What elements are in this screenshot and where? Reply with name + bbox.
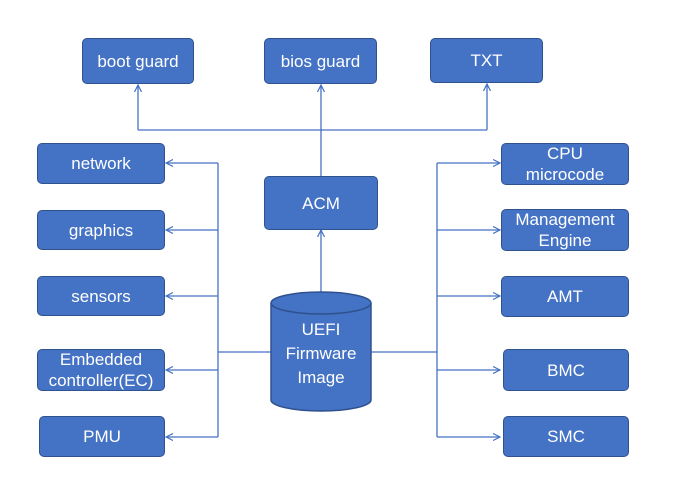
bmc-box: BMC <box>503 349 629 391</box>
boot-guard-box: boot guard <box>82 38 194 84</box>
txt-box: TXT <box>430 38 543 83</box>
uefi-firmware-image-label: UEFI Firmware Image <box>285 320 357 387</box>
smc-box: SMC <box>503 416 629 457</box>
acm-box: ACM <box>264 176 378 230</box>
bios-guard-box: bios guard <box>264 38 377 84</box>
management-engine-box: Management Engine <box>501 209 629 251</box>
pmu-box: PMU <box>39 416 165 457</box>
cpu-microcode-box: CPU microcode <box>501 143 629 185</box>
sensors-box: sensors <box>37 276 165 316</box>
network-box: network <box>37 143 165 184</box>
embedded-controller-box: Embedded controller(EC) <box>37 349 165 391</box>
amt-box: AMT <box>501 276 629 317</box>
uefi-cylinder <box>270 291 372 412</box>
graphics-box: graphics <box>37 210 165 250</box>
